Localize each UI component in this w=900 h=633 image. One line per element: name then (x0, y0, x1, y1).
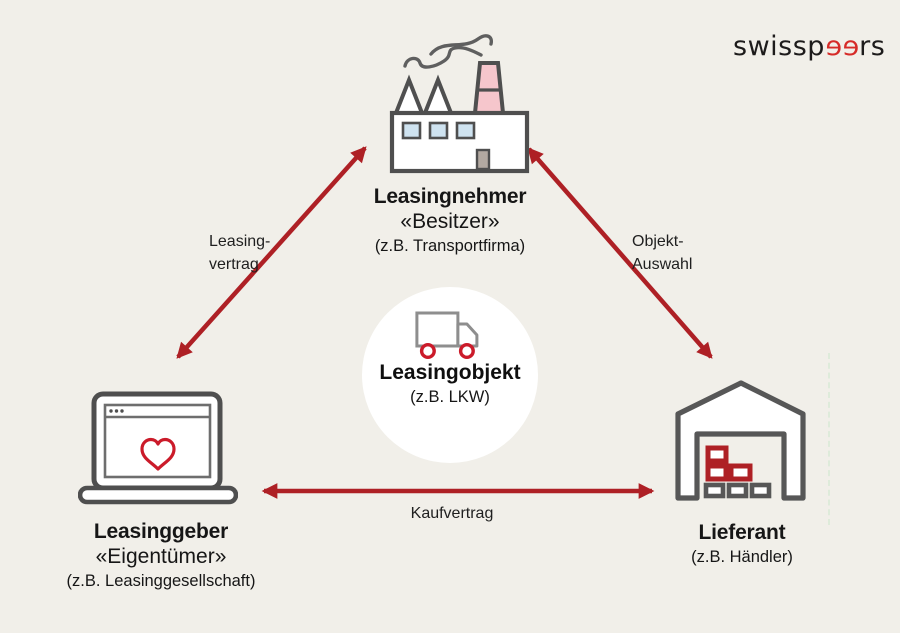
gray-box (726, 482, 749, 499)
leasing-object-node: Leasingobjekt (z.B. LKW) (362, 287, 538, 463)
red-box (728, 463, 753, 482)
purchase-contract-label: Kaufvertrag (410, 505, 494, 522)
window (401, 121, 422, 140)
logo-prefix: swissp (733, 31, 825, 62)
logo-accent-letters: ee (824, 31, 860, 62)
laptop-heart-icon (78, 391, 238, 505)
node-title: Leasingnehmer (373, 185, 527, 208)
node-title: Lieferant (698, 521, 786, 544)
gray-box (749, 482, 772, 499)
roof-triangle (422, 74, 454, 115)
object-example: (z.B. LKW) (410, 388, 490, 406)
node-example: (z.B. Leasinggesellschaft) (66, 572, 256, 590)
factory-body (389, 110, 530, 174)
node-example: (z.B. Transportfirma) (374, 237, 526, 255)
truck-icon (415, 311, 479, 360)
roof-triangle (393, 74, 425, 115)
laptop-base (78, 485, 238, 505)
object-title: Leasingobjekt (379, 361, 521, 384)
node-role: «Besitzer» (400, 210, 500, 233)
object-selection-label: Objekt- Auswahl (632, 233, 693, 273)
heart-icon (140, 437, 176, 471)
window (455, 121, 476, 140)
lieferant-node: Lieferant (z.B. Händler) (592, 520, 892, 568)
truck-wheel (458, 343, 475, 360)
factory-icon (389, 34, 530, 174)
red-box (705, 445, 729, 464)
swisspeers-logo: swisspeers (733, 31, 885, 62)
chimney (472, 61, 506, 115)
leasinggeber-node: Leasinggeber «Eigentümer» (z.B. Leasingg… (0, 519, 322, 592)
faint-vertical-line (828, 353, 830, 525)
node-role: «Eigentümer» (95, 545, 227, 568)
window (428, 121, 449, 140)
node-title: Leasinggeber (93, 520, 229, 543)
truck-wheel (419, 343, 436, 360)
red-box (705, 463, 729, 482)
leasing-contract-label: Leasing- vertrag (209, 233, 271, 273)
warehouse-outline (675, 380, 806, 501)
truck-cargo (415, 311, 460, 348)
leasingnehmer-node: Leasingnehmer «Besitzer» (z.B. Transport… (275, 184, 625, 257)
node-example: (z.B. Händler) (691, 548, 793, 566)
door (475, 148, 491, 171)
truck-cab (456, 322, 479, 348)
warehouse-icon (675, 380, 806, 501)
logo-suffix: rs (859, 31, 886, 62)
gray-box (703, 482, 726, 499)
smoke-icon (429, 34, 494, 56)
